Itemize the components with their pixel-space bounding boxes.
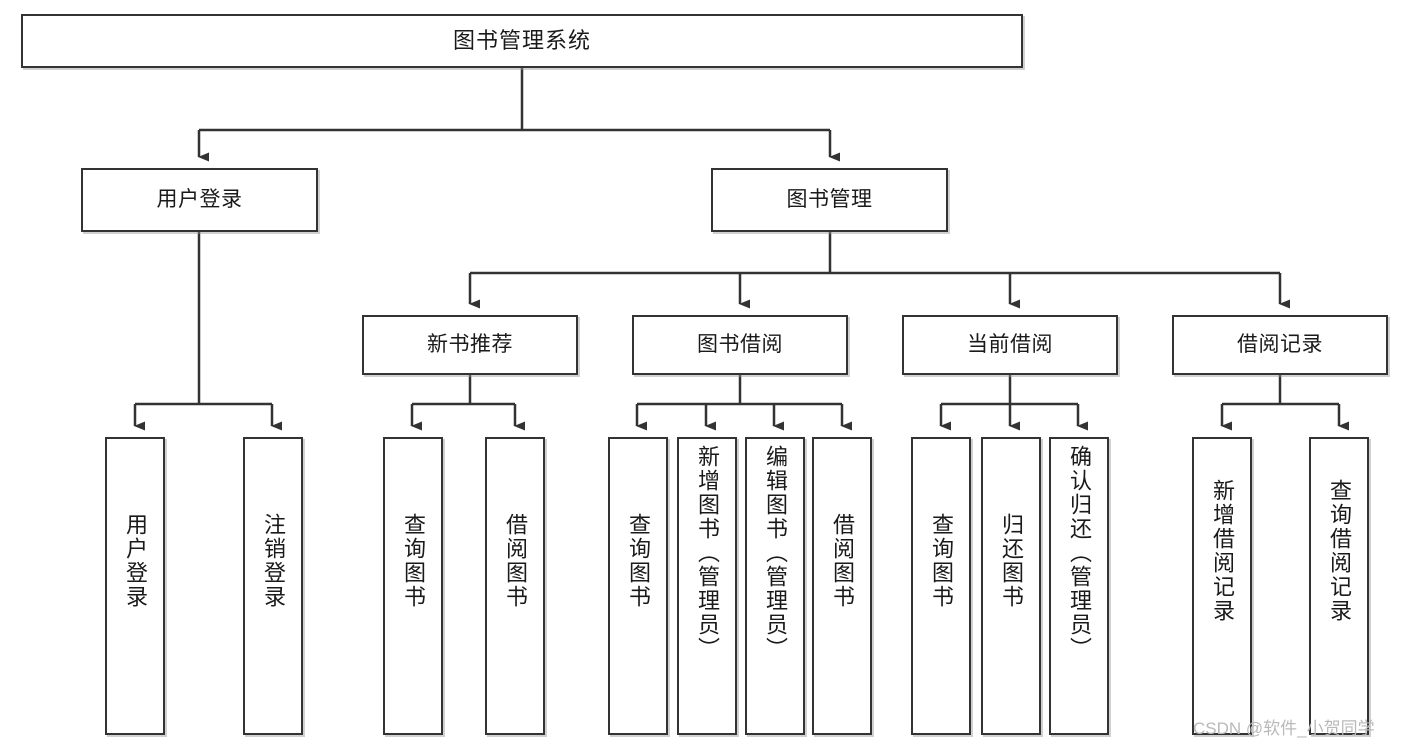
node-leaf-user-login-label: 用户登录 bbox=[123, 513, 148, 609]
node-leaf-return-book-label: 归还图书 bbox=[999, 513, 1024, 609]
node-leaf-user-login[interactable]: 用户登录 bbox=[105, 437, 165, 735]
node-root-label: 图书管理系统 bbox=[452, 27, 591, 53]
node-leaf-query-book-2[interactable]: 查询图书 bbox=[608, 437, 668, 735]
node-current-borrow-label: 当前借阅 bbox=[967, 333, 1053, 357]
node-leaf-query-book-3[interactable]: 查询图书 bbox=[911, 437, 971, 735]
node-user-login-label: 用户登录 bbox=[156, 188, 243, 212]
node-leaf-query-book-1[interactable]: 查询图书 bbox=[383, 437, 443, 735]
node-leaf-query-record[interactable]: 查询借阅记录 bbox=[1309, 437, 1369, 735]
node-leaf-borrow-book-2[interactable]: 借阅图书 bbox=[812, 437, 872, 735]
node-leaf-edit-book[interactable]: 编辑图书（管理员） bbox=[745, 437, 805, 735]
node-leaf-add-record-label: 新增借阅记录 bbox=[1210, 479, 1235, 623]
node-leaf-confirm-return[interactable]: 确认归还（管理员） bbox=[1049, 437, 1109, 735]
node-book-manage[interactable]: 图书管理 bbox=[711, 168, 948, 232]
node-leaf-confirm-return-label: 确认归还（管理员） bbox=[1067, 445, 1092, 661]
node-new-book-rec-label: 新书推荐 bbox=[427, 333, 513, 357]
node-book-borrow[interactable]: 图书借阅 bbox=[632, 315, 848, 375]
node-book-borrow-label: 图书借阅 bbox=[697, 333, 783, 357]
node-leaf-edit-book-label: 编辑图书（管理员） bbox=[763, 445, 788, 661]
node-leaf-query-book-1-label: 查询图书 bbox=[401, 513, 426, 609]
node-user-login[interactable]: 用户登录 bbox=[81, 168, 318, 232]
node-book-manage-label: 图书管理 bbox=[786, 188, 873, 212]
node-leaf-query-record-label: 查询借阅记录 bbox=[1327, 479, 1352, 623]
watermark-text: CSDN @软件_小贺同学 bbox=[1193, 719, 1375, 738]
node-leaf-borrow-book-1[interactable]: 借阅图书 bbox=[485, 437, 545, 735]
node-leaf-borrow-book-2-label: 借阅图书 bbox=[830, 513, 855, 609]
node-leaf-logout-label: 注销登录 bbox=[261, 513, 286, 609]
node-leaf-add-book[interactable]: 新增图书（管理员） bbox=[677, 437, 737, 735]
node-leaf-add-book-label: 新增图书（管理员） bbox=[695, 445, 720, 661]
node-leaf-return-book[interactable]: 归还图书 bbox=[981, 437, 1041, 735]
node-leaf-query-book-3-label: 查询图书 bbox=[929, 513, 954, 609]
node-leaf-logout[interactable]: 注销登录 bbox=[243, 437, 303, 735]
node-borrow-record-label: 借阅记录 bbox=[1237, 333, 1323, 357]
node-current-borrow[interactable]: 当前借阅 bbox=[902, 315, 1118, 375]
node-leaf-add-record[interactable]: 新增借阅记录 bbox=[1192, 437, 1252, 735]
node-root[interactable]: 图书管理系统 bbox=[21, 14, 1023, 68]
node-new-book-rec[interactable]: 新书推荐 bbox=[362, 315, 578, 375]
node-leaf-borrow-book-1-label: 借阅图书 bbox=[503, 513, 528, 609]
node-leaf-query-book-2-label: 查询图书 bbox=[626, 513, 651, 609]
node-borrow-record[interactable]: 借阅记录 bbox=[1172, 315, 1388, 375]
